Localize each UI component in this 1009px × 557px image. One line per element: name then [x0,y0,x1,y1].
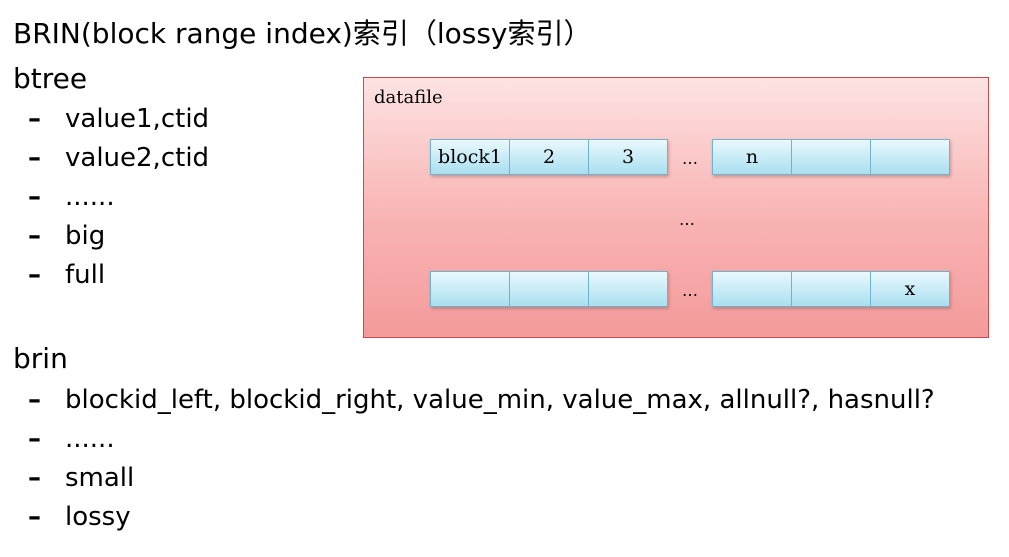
bullet-dash: – [28,385,41,415]
block-group-right: x [712,271,950,307]
bullet-dash: – [28,221,41,251]
list-item-text: blockid_left, blockid_right, value_min, … [65,385,935,415]
list-item: –...... [28,420,935,459]
block-cell [791,139,871,175]
list-item-text: value1,ctid [65,104,210,134]
bullet-dash: – [28,260,41,290]
list-item-text: ...... [65,182,115,212]
block-cell: n [712,139,792,175]
brin-heading: brin [13,342,68,375]
list-item-text: full [65,260,106,290]
block-cell: 2 [509,139,589,175]
block-row-bottom: … x [430,271,950,307]
list-item: –big [28,217,209,256]
btree-list: –value1,ctid –value2,ctid –...... –big –… [28,100,209,295]
list-item: –...... [28,178,209,217]
brin-list: –blockid_left, blockid_right, value_min,… [28,381,935,537]
list-item: –full [28,256,209,295]
block-cell [712,271,792,307]
block-group-right: n [712,139,950,175]
bullet-dash: – [28,104,41,134]
block-row-top: block1 2 3 … n [430,139,950,175]
block-cell: 3 [588,139,668,175]
bullet-dash: – [28,502,41,532]
list-item: –value1,ctid [28,100,209,139]
btree-heading: btree [13,62,88,95]
list-item-text: ...... [65,424,115,454]
block-cell [509,271,589,307]
slide-title: BRIN(block range index)索引（lossy索引） [13,17,592,50]
datafile-panel: datafile block1 2 3 … n … … x [363,77,989,338]
bullet-dash: – [28,463,41,493]
list-item-text: big [65,221,106,251]
bullet-dash: – [28,182,41,212]
block-group-left: block1 2 3 [430,139,668,175]
block-cell: block1 [430,139,510,175]
block-cell [870,139,950,175]
bullet-dash: – [28,424,41,454]
bullet-dash: – [28,143,41,173]
block-group-left [430,271,668,307]
list-item-text: lossy [65,502,131,532]
list-item-text: small [65,463,135,493]
block-cell [791,271,871,307]
block-cell: x [870,271,950,307]
list-item: –value2,ctid [28,139,209,178]
list-item-text: value2,ctid [65,143,210,173]
block-cell [588,271,668,307]
row-ellipsis: … [682,149,698,168]
list-item: –blockid_left, blockid_right, value_min,… [28,381,935,420]
block-cell [430,271,510,307]
list-item: –small [28,459,935,498]
list-item: –lossy [28,498,935,537]
row-ellipsis: … [682,281,698,300]
datafile-label: datafile [374,87,443,108]
middle-ellipsis: … [679,210,695,229]
